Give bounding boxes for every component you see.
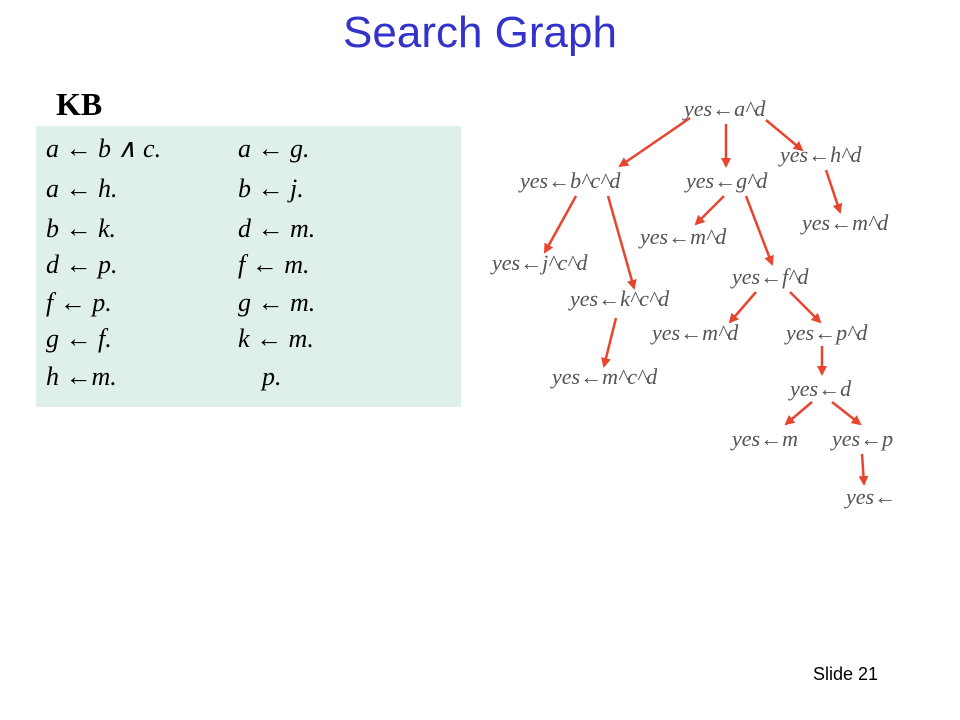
edge-arrow <box>618 116 691 168</box>
edge-arrow <box>765 119 804 152</box>
kb-rule: g ← m. <box>238 288 316 317</box>
graph-node: yes←p^d <box>784 320 868 345</box>
graph-node: yes←k^c^d <box>568 286 670 311</box>
kb-heading: KB <box>56 86 103 122</box>
graph-node: yes←j^c^d <box>490 250 589 275</box>
kb-rule: h ←m. <box>46 362 117 391</box>
graph-node: yes←m^d <box>800 210 889 235</box>
kb-rule: f ← p. <box>46 288 112 317</box>
graph-node: yes← <box>844 484 896 509</box>
kb-rule: b ← j. <box>238 174 304 203</box>
graph-edges <box>543 116 869 486</box>
graph-node: yes←p <box>830 426 893 451</box>
kb-rule: a ← b ∧ c. <box>46 134 162 163</box>
slide-title: Search Graph <box>343 8 617 57</box>
graph-node: yes←f^d <box>730 264 809 289</box>
kb-rule: d ← m. <box>238 214 316 243</box>
graph-node: yes←a^d <box>682 96 766 121</box>
edge-arrow <box>728 291 757 324</box>
edge-arrow <box>789 291 822 324</box>
graph-node: yes←m^d <box>650 320 739 345</box>
graph-node: yes←d <box>788 376 852 401</box>
kb-rule: k ← m. <box>238 324 314 353</box>
edge-arrow <box>824 169 843 214</box>
graph-node: yes←b^c^d <box>518 168 621 193</box>
edge-arrow <box>744 195 774 266</box>
edge-arrow <box>606 195 637 290</box>
slide-number: Slide 21 <box>812 664 878 684</box>
kb-rule: p. <box>262 362 282 391</box>
kb-rule: d ← p. <box>46 250 118 279</box>
kb-rule: a ← g. <box>238 134 310 163</box>
graph-node: yes←m <box>730 426 798 451</box>
edge-arrow <box>831 401 862 426</box>
kb-rule: f ← m. <box>238 250 310 279</box>
kb-rule: a ← h. <box>46 174 118 203</box>
kb-rules-box: a ← b ∧ c. a ← h. b ← k. d ← p. f ← p. g… <box>36 126 461 407</box>
edge-arrow <box>601 317 618 368</box>
edge-arrow <box>694 195 725 226</box>
graph-node: yes←m^d <box>638 224 727 249</box>
edge-arrow <box>858 453 869 486</box>
graph-node: yes←m^c^d <box>550 364 658 389</box>
kb-rule: g ← f. <box>46 324 112 353</box>
edge-arrow <box>784 401 813 426</box>
graph-node: yes←h^d <box>778 142 862 167</box>
graph-node: yes←g^d <box>684 168 768 193</box>
kb-rule: b ← k. <box>46 214 117 243</box>
edge-arrow <box>543 195 578 254</box>
